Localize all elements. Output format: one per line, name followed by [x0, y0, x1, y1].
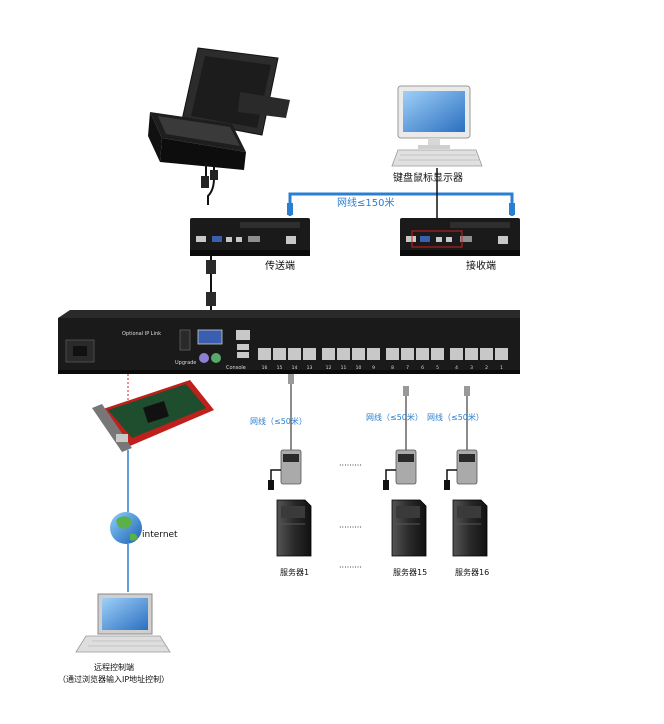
server-port-7 — [401, 348, 414, 360]
cable-50-label-c: 网线（≤50米） — [427, 413, 484, 422]
server-drive-bay — [396, 506, 420, 518]
cable-plug-left — [287, 203, 293, 215]
monitor — [397, 85, 471, 149]
receiver-device — [400, 218, 520, 256]
server-port-4 — [450, 348, 463, 360]
transmitter-kvm-cable — [206, 256, 216, 312]
server-port-number: 5 — [436, 365, 439, 371]
server-15-label: 服务器15 — [393, 568, 428, 577]
server-port-14 — [288, 348, 301, 360]
server-port-9 — [367, 348, 380, 360]
rj45-plug — [288, 374, 294, 384]
server-1-label: 服务器1 — [280, 568, 310, 577]
transmitter-label: 传送端 — [265, 261, 295, 272]
usb-port-1 — [237, 344, 249, 350]
vga-port — [197, 329, 223, 345]
server-port-8 — [386, 348, 399, 360]
ellipsis-bottom: ········· — [339, 563, 362, 572]
cable-plug-right — [509, 203, 515, 215]
rj45-ip-port — [236, 330, 250, 340]
server-port-3 — [465, 348, 478, 360]
transmitter-device — [190, 218, 310, 256]
server-port-number: 3 — [470, 365, 473, 371]
receiver-label: 接收端 — [466, 261, 496, 272]
kvm-upgrade-label: Upgrade — [175, 360, 197, 366]
ellipsis-top: ········· — [339, 461, 362, 470]
server-port-number: 12 — [326, 365, 332, 371]
keyboard — [391, 149, 483, 167]
cable-50-label-b: 网线（≤50米） — [366, 413, 423, 422]
ip-control-board — [92, 380, 214, 452]
internet-label: internet — [142, 530, 178, 540]
cable-50-label-a: 网线（≤50米） — [250, 417, 307, 426]
usb-plug — [268, 480, 274, 490]
adapter-port — [283, 454, 299, 462]
kvm-ip-link-label: Optional IP Link — [122, 331, 162, 337]
adapter-port — [398, 454, 414, 462]
server-port-12 — [322, 348, 335, 360]
kvm-console-label: Console — [226, 365, 246, 371]
server-port-11 — [337, 348, 350, 360]
rack-lcd-console — [148, 47, 290, 170]
server-port-number: 7 — [406, 365, 409, 371]
server-drive-bay — [457, 506, 481, 518]
server-port-number: 1 — [500, 365, 503, 371]
internet-globe-icon — [110, 512, 142, 544]
server-port-6 — [416, 348, 429, 360]
server-drive-bay — [281, 506, 305, 518]
remote-title-label: 远程控制端 — [94, 663, 134, 672]
remote-note-label: （通过浏览器输入IP地址控制） — [58, 675, 170, 684]
server-port-number: 4 — [455, 365, 458, 371]
server-port-number: 11 — [341, 365, 347, 371]
upgrade-port — [179, 329, 191, 351]
server-port-13 — [303, 348, 316, 360]
ellipsis-middle: ········· — [339, 523, 362, 532]
server-port-1 — [495, 348, 508, 360]
server-port-number: 9 — [372, 365, 375, 371]
receiver-port-highlight — [411, 230, 463, 248]
extender-link-cable — [288, 192, 514, 216]
server-port-5 — [431, 348, 444, 360]
kvm-switch: 16 15 14 13 12 11 10 9 8 7 6 5 4 3 2 1 — [58, 310, 520, 374]
server-port-number: 8 — [391, 365, 394, 371]
server-port-number: 15 — [277, 365, 283, 371]
server-port-number: 2 — [485, 365, 488, 371]
server-port-number: 10 — [356, 365, 362, 371]
server-port-number: 6 — [421, 365, 424, 371]
server-port-number: 13 — [307, 365, 313, 371]
remote-laptop — [75, 593, 171, 653]
console-cable — [201, 162, 218, 205]
adapter-port — [459, 454, 475, 462]
server-16-label: 服务器16 — [455, 568, 490, 577]
server-branches — [268, 374, 488, 557]
rj45-plug — [403, 386, 409, 396]
server-port-number: 14 — [292, 365, 298, 371]
usb-plug — [383, 480, 389, 490]
server-port-row: 16 15 14 13 12 11 10 9 8 7 6 5 4 3 2 1 — [258, 348, 508, 371]
server-port-number: 16 — [262, 365, 268, 371]
keyboard-mouse-monitor-label: 键盘鼠标显示器 — [393, 173, 463, 184]
usb-port-2 — [237, 352, 249, 358]
ps2-port-mouse — [199, 353, 209, 363]
server-port-2 — [480, 348, 493, 360]
server-port-15 — [273, 348, 286, 360]
server-port-16 — [258, 348, 271, 360]
ps2-port-keyboard — [211, 353, 221, 363]
rj45-plug — [464, 386, 470, 396]
usb-plug — [444, 480, 450, 490]
server-port-10 — [352, 348, 365, 360]
link-150-label: 网线≤150米 — [337, 198, 395, 209]
